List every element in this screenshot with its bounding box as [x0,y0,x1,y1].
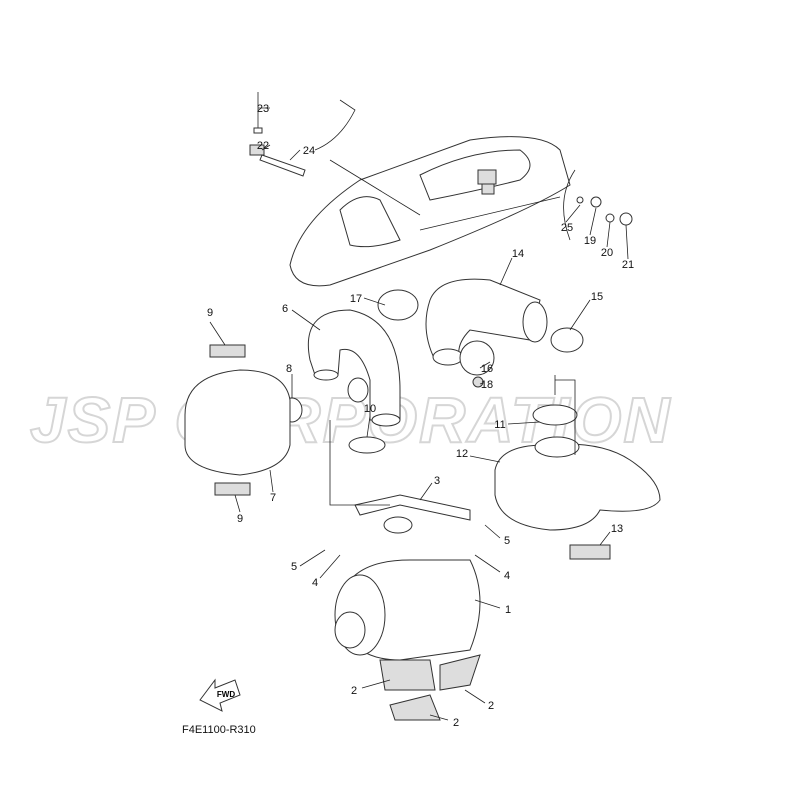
watercraft-illustration [289,136,571,287]
callout-13: 13 [611,523,623,535]
callout-16: 16 [481,363,493,375]
callout-10: 10 [364,403,376,415]
callout-19: 19 [584,235,596,247]
part-9-pad [209,344,246,358]
part-17-flange [377,289,419,321]
part-15-clamp [550,327,584,353]
part-13-pad [569,544,611,560]
callout-23: 23 [257,103,269,115]
callout-8: 8 [286,363,292,375]
fwd-arrow-icon: FWD [199,678,241,712]
callout-17: 17 [350,293,362,305]
part-1-silencer [334,494,481,661]
callout-1: 1 [505,604,511,616]
callout-18: 18 [481,379,493,391]
callout-3: 3 [434,475,440,487]
diagram-code: F4E1100-R310 [182,724,256,736]
callout-14: 14 [512,248,524,260]
part-18-nut [472,376,484,388]
callout-4-right: 4 [504,570,510,582]
callout-2-bottom: 2 [453,717,459,729]
callout-9: 9 [207,307,213,319]
callout-5-right: 5 [504,535,510,547]
part-7-cover [184,369,291,476]
callout-12: 12 [456,448,468,460]
callout-24: 24 [303,145,315,157]
callout-5-left: 5 [291,561,297,573]
part-2-pad [379,659,436,691]
callout-2-right: 2 [488,700,494,712]
part-9-pad-lower [214,482,251,496]
fwd-label: FWD [217,690,235,699]
part-10-clamp [348,436,386,454]
callout-9-lower: 9 [237,513,243,525]
part-6-duct [307,309,401,427]
callout-11: 11 [494,419,505,431]
fasteners-top [249,92,633,226]
part-16-screen [459,340,495,376]
callout-7: 7 [270,492,276,504]
callouts: 23 22 24 25 19 20 21 14 15 17 6 9 16 18 … [207,103,634,729]
callout-21: 21 [622,259,634,271]
callout-6: 6 [282,303,288,315]
part-12-box [494,404,661,531]
callout-2-left: 2 [351,685,357,697]
callout-20: 20 [601,247,613,259]
callout-4-left: 4 [312,577,318,589]
part-14-duct [425,278,548,366]
callout-15: 15 [591,291,603,303]
callout-22: 22 [257,140,269,152]
callout-25: 25 [561,222,573,234]
